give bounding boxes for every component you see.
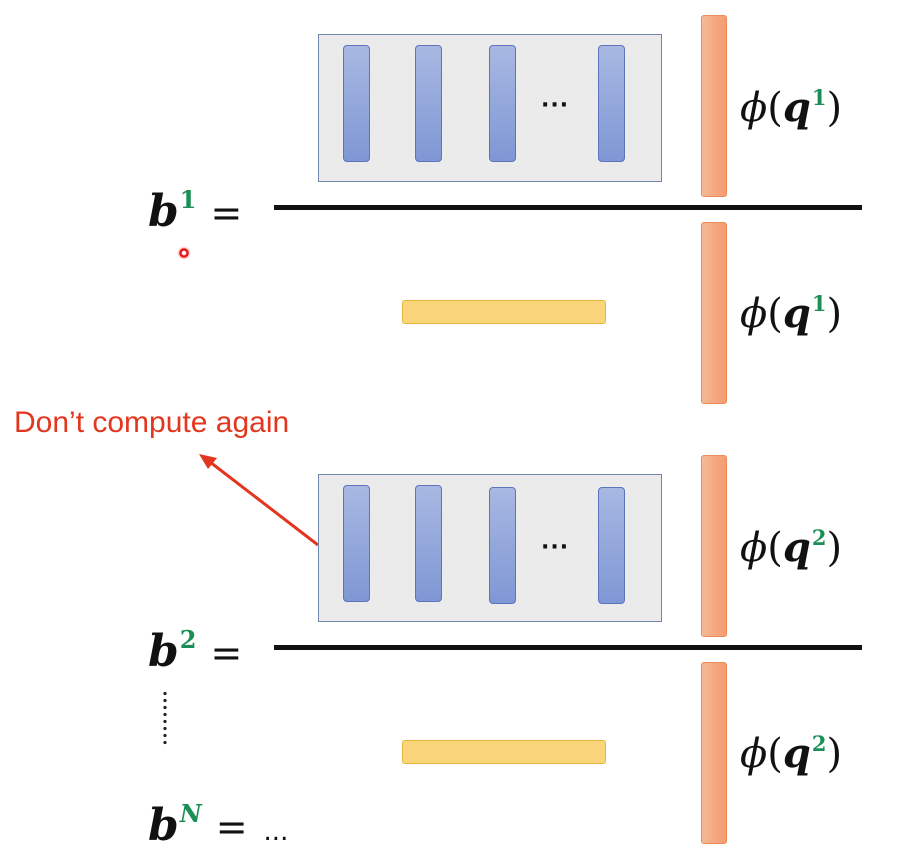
b1-label: b1= [148,185,243,237]
annotation-label: Don’t compute again [14,406,290,439]
matrix-column [598,487,625,604]
matrix-column [343,485,370,602]
b2-label: b2= [148,625,243,677]
orange-bar-1-bottom [701,222,727,404]
orange-bar-2-bottom [701,662,727,844]
phi-q2-bottom: ϕ(q2) [740,730,843,777]
orange-bar-2-top [701,455,727,637]
matrix-column [489,45,516,162]
phi-q1-bottom: ϕ(q1) [740,290,843,337]
cursor-pointer-icon [177,246,191,260]
matrix-panel-2: ··· [318,474,662,622]
matrix-column [489,487,516,604]
panel-ellipsis: ··· [541,93,570,118]
matrix-column [598,45,625,162]
fraction-line-1 [274,205,862,210]
matrix-column [343,45,370,162]
matrix-column [415,485,442,602]
panel-ellipsis: ··· [541,535,570,560]
matrix-column [415,45,442,162]
yellow-bar-1 [402,300,606,324]
yellow-bar-2 [402,740,606,764]
phi-q1-top: ϕ(q1) [740,84,843,131]
matrix-panel-1: ··· [318,34,662,182]
fraction-line-2 [274,645,862,650]
phi-q2-top: ϕ(q2) [740,524,843,571]
bN-label: bN=... [148,799,289,851]
vertical-ellipsis [162,690,168,748]
orange-bar-1-top [701,15,727,197]
